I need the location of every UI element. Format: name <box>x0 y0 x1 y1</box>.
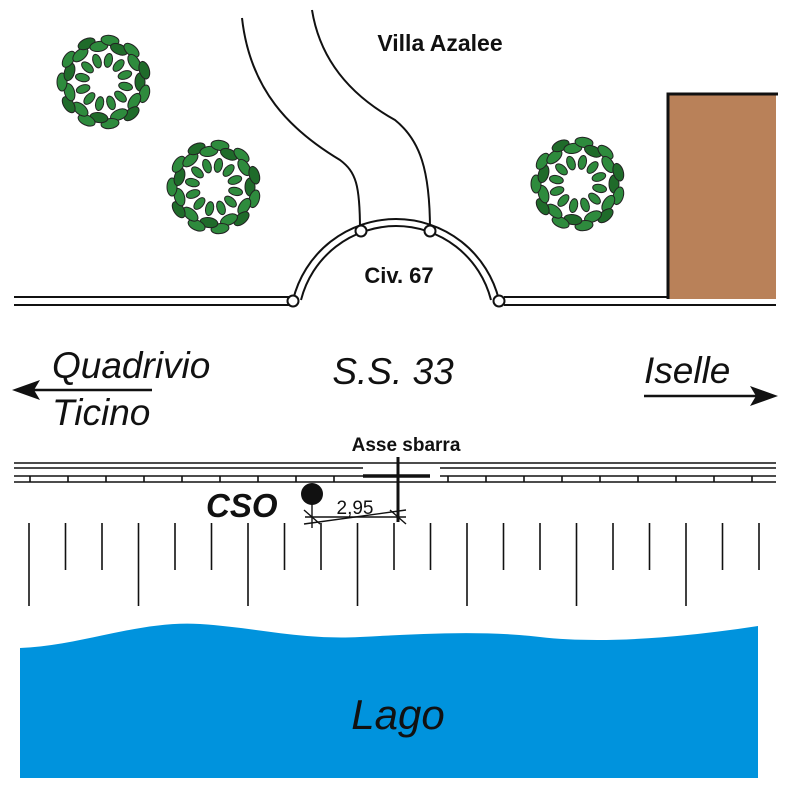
villa-label: Villa Azalee <box>377 30 502 56</box>
civic-number-label: Civ. 67 <box>364 263 433 288</box>
direction-right-label: Iselle <box>644 350 730 391</box>
tree-icon <box>166 139 261 235</box>
building <box>666 92 778 299</box>
barrier-axis-label: Asse sbarra <box>352 435 461 456</box>
road-name-label: S.S. 33 <box>332 351 454 392</box>
trees <box>56 34 625 235</box>
entrance-post <box>492 294 506 308</box>
cso-dot-icon <box>301 483 323 505</box>
entrance-post <box>423 224 437 238</box>
lake <box>20 623 758 778</box>
dimension-line <box>303 502 407 528</box>
tree-icon <box>56 34 151 130</box>
entrance-post <box>286 294 300 308</box>
entrance-arc <box>292 218 500 301</box>
driveway <box>241 9 431 231</box>
arrow-left-icon <box>12 380 152 400</box>
arrow-right-icon <box>644 386 778 406</box>
direction-left-line2: Ticino <box>52 392 150 433</box>
lake-label: Lago <box>351 691 444 738</box>
entrance-post <box>354 224 368 238</box>
direction-left-line1: Quadrivio <box>52 345 210 386</box>
cso-label: CSO <box>206 487 278 524</box>
shoreline-posts <box>28 523 760 606</box>
distance-label: 2,95 <box>337 498 374 519</box>
railing <box>14 462 776 483</box>
entrance-posts <box>286 224 506 308</box>
tree-icon <box>530 136 625 232</box>
boundary-wall <box>14 296 776 306</box>
